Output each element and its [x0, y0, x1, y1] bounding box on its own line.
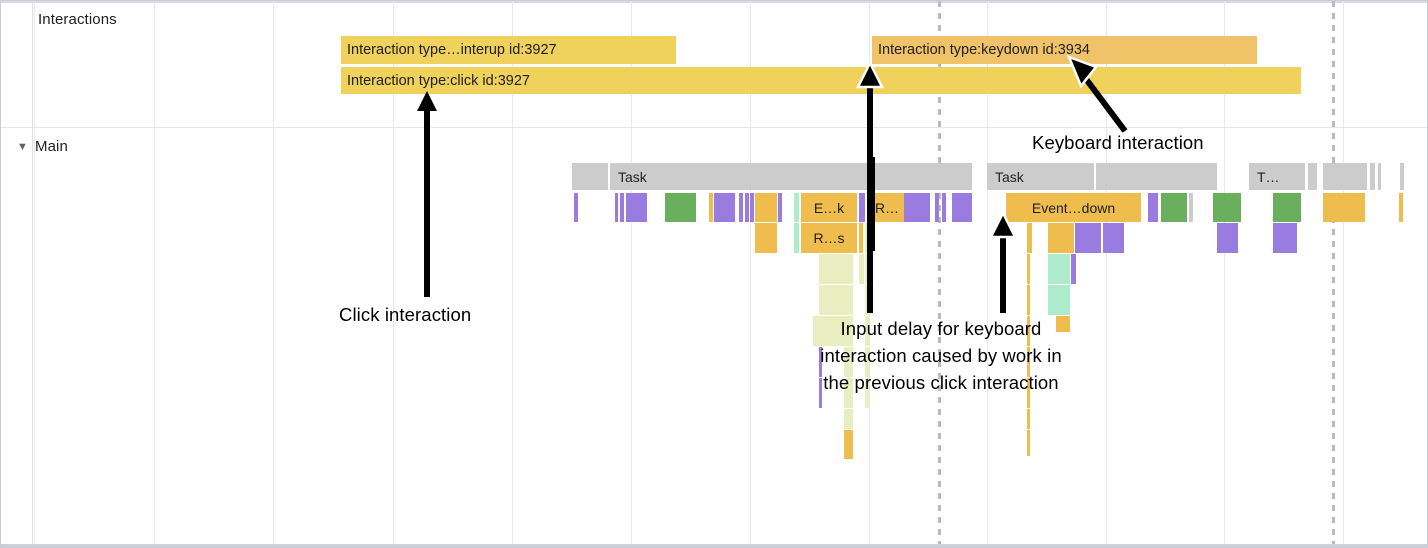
scripting-block[interactable]	[615, 193, 618, 222]
scripting-block[interactable]	[819, 378, 822, 408]
rendering-block[interactable]	[1161, 193, 1187, 222]
track-divider	[1, 127, 1427, 128]
scripting-block[interactable]	[750, 193, 754, 222]
track-name-separator	[32, 1, 33, 547]
scripting-block[interactable]	[745, 193, 749, 222]
scripting-block[interactable]	[1217, 223, 1238, 253]
scripting-block[interactable]	[1103, 223, 1124, 253]
rendering-block[interactable]	[665, 193, 696, 222]
event-block[interactable]	[1027, 378, 1030, 408]
scripting-block[interactable]	[1071, 254, 1076, 284]
event-block[interactable]	[755, 193, 777, 222]
task-bar-8[interactable]	[1370, 163, 1375, 190]
mint-block[interactable]	[794, 223, 799, 253]
interaction-keydown[interactable]: Interaction type:keydown id:3934	[872, 36, 1257, 64]
event-block[interactable]	[859, 223, 863, 253]
timeline-gridline-1	[154, 1, 155, 547]
task-bar-4[interactable]	[1096, 163, 1217, 190]
task-bar-3[interactable]: Task	[987, 163, 1094, 190]
pale-block[interactable]	[865, 254, 870, 284]
task-bar-9[interactable]	[1378, 163, 1381, 190]
scripting-block[interactable]	[819, 347, 822, 377]
pale-block[interactable]	[865, 316, 870, 346]
scripting-block[interactable]	[952, 193, 972, 222]
task-gray-block[interactable]	[1189, 193, 1193, 222]
pale-block[interactable]	[844, 378, 853, 408]
annotation-keyboard-interaction: Keyboard interaction	[1032, 132, 1204, 153]
run-block[interactable]: R…	[870, 193, 904, 222]
arrow-click-interaction	[417, 91, 437, 297]
interaction-click[interactable]: Interaction type:click id:3927	[341, 67, 1301, 94]
scripting-block[interactable]	[904, 193, 930, 222]
task-bar-6[interactable]	[1308, 163, 1317, 190]
scripting-block[interactable]	[1273, 223, 1297, 253]
pale-block[interactable]	[813, 316, 853, 346]
task-bar-0[interactable]	[572, 163, 608, 190]
event-handler-block[interactable]: E…k	[801, 193, 857, 222]
pale-block[interactable]	[865, 347, 870, 377]
mint-block[interactable]	[1048, 285, 1070, 315]
mint-block[interactable]	[794, 193, 799, 222]
event-block[interactable]	[1056, 316, 1070, 332]
rendering-block[interactable]	[1273, 193, 1301, 222]
scripting-block[interactable]	[942, 193, 946, 222]
timeline-gridline-0	[34, 1, 35, 547]
chevron-down-icon[interactable]: ▼	[17, 141, 28, 153]
event-block[interactable]	[844, 430, 853, 459]
annotation-input-delay: Input delay for keyboard interaction cau…	[820, 318, 1062, 393]
panel-top-edge	[1, 1, 1427, 3]
scripting-block[interactable]	[574, 193, 578, 222]
task-bar-2[interactable]	[874, 163, 972, 190]
event-handler-block[interactable]: Event…down	[1006, 193, 1141, 222]
timeline-dashed-marker-1	[1332, 1, 1335, 547]
mint-block[interactable]	[1048, 254, 1070, 284]
pale-block[interactable]	[819, 285, 853, 315]
task-bar-10[interactable]	[1400, 163, 1404, 190]
pale-block[interactable]	[819, 254, 853, 284]
event-block[interactable]	[1399, 193, 1403, 222]
event-block[interactable]	[1048, 223, 1074, 253]
rendering-block[interactable]	[1213, 193, 1241, 222]
scripting-block[interactable]	[714, 193, 735, 222]
timeline-gridline-11	[1343, 1, 1344, 547]
scripting-block[interactable]	[778, 193, 782, 222]
event-block[interactable]	[1027, 285, 1030, 315]
scripting-block[interactable]	[935, 193, 939, 222]
arrow-input-delay-right	[988, 210, 1018, 313]
run-block[interactable]: R…s	[801, 223, 857, 253]
event-block[interactable]	[709, 193, 713, 222]
task-bar-1[interactable]: Task	[610, 163, 872, 190]
pale-block[interactable]	[865, 378, 869, 408]
scripting-block[interactable]	[1148, 193, 1158, 222]
scripting-block[interactable]	[620, 193, 624, 222]
event-block[interactable]	[1027, 409, 1030, 429]
pale-block[interactable]	[844, 347, 853, 377]
event-block[interactable]	[1027, 347, 1030, 377]
track-label-interactions[interactable]: Interactions	[38, 11, 117, 28]
task-bar-7[interactable]	[1323, 163, 1367, 190]
pale-block[interactable]	[844, 409, 853, 429]
scripting-block[interactable]	[1075, 223, 1101, 253]
pale-block[interactable]	[859, 254, 864, 284]
scripting-block[interactable]	[859, 193, 865, 222]
interaction-pointer-up[interactable]: Interaction type…interup id:3927	[341, 36, 676, 64]
scripting-block[interactable]	[739, 193, 743, 222]
event-block[interactable]	[1027, 254, 1030, 284]
pale-block[interactable]	[865, 285, 870, 315]
timeline-gridline-2	[273, 1, 274, 547]
track-label-main[interactable]: Main	[35, 138, 68, 155]
scripting-block[interactable]	[626, 193, 647, 222]
vertical-marker-rule	[872, 157, 875, 251]
event-block[interactable]	[1027, 430, 1030, 456]
event-block[interactable]	[755, 223, 777, 253]
task-bar-5[interactable]: T…	[1249, 163, 1305, 190]
panel-bottom-edge	[1, 544, 1427, 547]
pale-block[interactable]	[865, 223, 870, 253]
event-block[interactable]	[1027, 316, 1030, 346]
event-block[interactable]	[1323, 193, 1365, 222]
event-block[interactable]	[1027, 223, 1032, 253]
annotation-click-interaction: Click interaction	[339, 304, 472, 325]
